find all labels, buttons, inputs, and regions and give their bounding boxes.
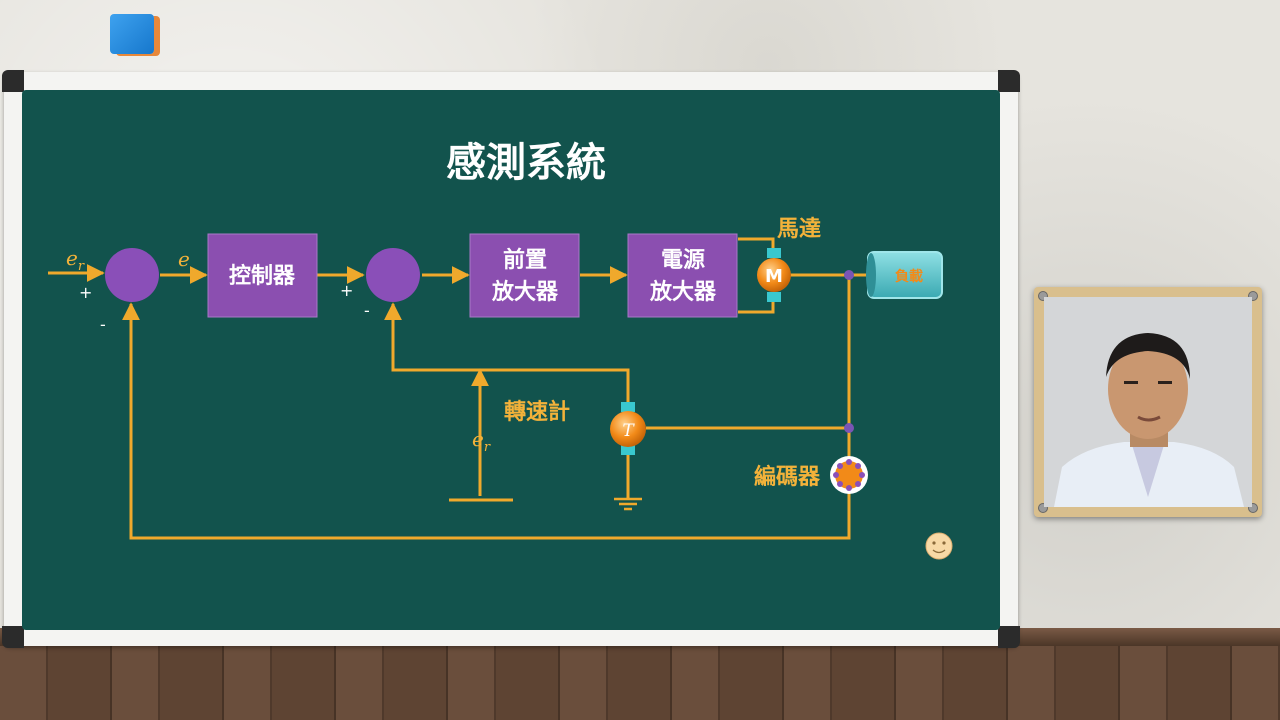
summing-junction-2	[366, 248, 420, 302]
chalkboard	[22, 90, 1000, 630]
motor-feed-bottom	[738, 298, 775, 314]
frame-corner	[2, 626, 24, 648]
frame-screw	[1248, 291, 1258, 301]
frame-screw	[1038, 291, 1048, 301]
load-cylinder-end	[866, 253, 876, 297]
error-signal-label: e	[178, 247, 190, 271]
sum1-minus-sign: -	[100, 315, 106, 334]
frame-screw	[1248, 503, 1258, 513]
preamp-label-line1: 前置	[503, 247, 547, 273]
tachometer-icon	[610, 411, 646, 447]
shaft-junction-dot	[844, 270, 854, 280]
encoder-teeth	[833, 459, 865, 491]
tach-terminal-bottom	[621, 445, 635, 455]
reference-signal-label: er	[66, 246, 85, 274]
motor-terminal-top	[767, 248, 781, 258]
presenter-video	[1044, 297, 1252, 507]
motor-terminal-bottom	[767, 292, 781, 302]
motor-label: 馬達	[777, 216, 821, 242]
sum1-plus-sign: +	[79, 283, 92, 302]
presenter-portrait	[1044, 297, 1252, 507]
power-amp-label-line1: 電源	[661, 248, 705, 273]
preamp-label-line2: 放大器	[491, 279, 559, 305]
diagram-title: 感測系統	[446, 140, 606, 186]
motor-feed-top	[738, 237, 775, 252]
ground-icon	[614, 497, 642, 511]
preamp-block	[469, 233, 580, 318]
encoder-feedback-line	[122, 302, 851, 540]
controller-label: 控制器	[229, 263, 296, 289]
frame-corner	[998, 70, 1020, 92]
tachometer-symbol: T	[622, 421, 635, 441]
frame-corner	[998, 626, 1020, 648]
cube-logo-icon	[110, 14, 154, 54]
controller-block	[207, 233, 318, 318]
tach-terminal-top	[621, 402, 635, 412]
motor-symbol: M	[765, 266, 783, 287]
summing-junction-1	[105, 248, 159, 302]
motor-icon	[757, 258, 791, 292]
power-amp-block	[627, 233, 738, 318]
tach-feedback-line	[384, 302, 630, 410]
sum2-minus-sign: -	[364, 301, 370, 320]
tach-junction-dot	[844, 423, 854, 433]
smiley-icon	[925, 532, 953, 560]
sum2-plus-sign: +	[340, 281, 353, 300]
frame-screw	[1038, 503, 1048, 513]
encoder-label: 編碼器	[754, 464, 821, 490]
power-amp-label-line2: 放大器	[649, 279, 717, 305]
load-label: 負載	[895, 268, 923, 285]
frame-corner	[2, 70, 24, 92]
tach-reference-label: er	[472, 427, 491, 455]
presenter-photo-frame	[1034, 287, 1262, 517]
tachometer-label: 轉速計	[504, 399, 570, 425]
